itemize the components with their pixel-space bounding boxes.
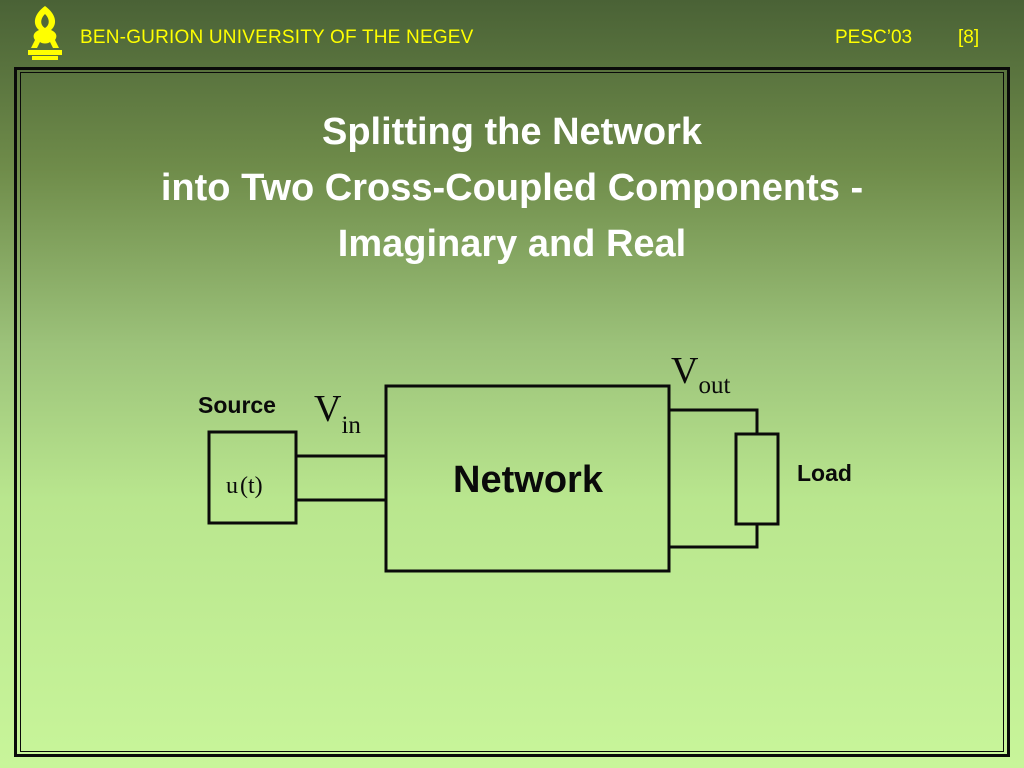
load-label: Load <box>797 460 852 486</box>
conference-name: PESC’03 <box>835 27 913 48</box>
source-function: u(t) <box>226 473 263 499</box>
university-logo-icon <box>28 6 62 60</box>
vin-label: Vin <box>314 388 361 439</box>
slide-frame-inner <box>20 72 1004 752</box>
page-number: [8] <box>958 27 980 48</box>
university-name: BEN-GURION UNIVERSITY OF THE NEGEV <box>80 27 474 48</box>
output-wire-bottom <box>669 524 759 549</box>
load-resistor <box>734 432 780 526</box>
source-box <box>207 430 298 525</box>
vout-symbol: V <box>671 350 699 392</box>
slide-title: Splitting the Network into Two Cross-Cou… <box>60 104 964 272</box>
title-line-1: Splitting the Network <box>322 111 702 153</box>
output-wire-top <box>669 408 759 434</box>
vout-label: Vout <box>671 350 730 399</box>
source-label: Source <box>198 392 276 418</box>
source-paren-open: ( <box>240 473 248 499</box>
network-label: Network <box>453 459 604 501</box>
source-func-name: u <box>226 473 238 499</box>
source-paren-close: ) <box>255 473 263 499</box>
header: BEN-GURION UNIVERSITY OF THE NEGEV PESC’… <box>0 0 1024 68</box>
title-line-2: into Two Cross-Coupled Components - <box>160 167 864 209</box>
source-func-arg: t <box>248 473 255 499</box>
vin-symbol: V <box>314 388 342 430</box>
title-line-3: Imaginary and Real <box>337 223 687 265</box>
network-box <box>384 384 671 573</box>
vin-subscript: in <box>341 412 361 439</box>
slide-frame <box>14 67 1010 757</box>
vout-subscript: out <box>698 372 730 399</box>
